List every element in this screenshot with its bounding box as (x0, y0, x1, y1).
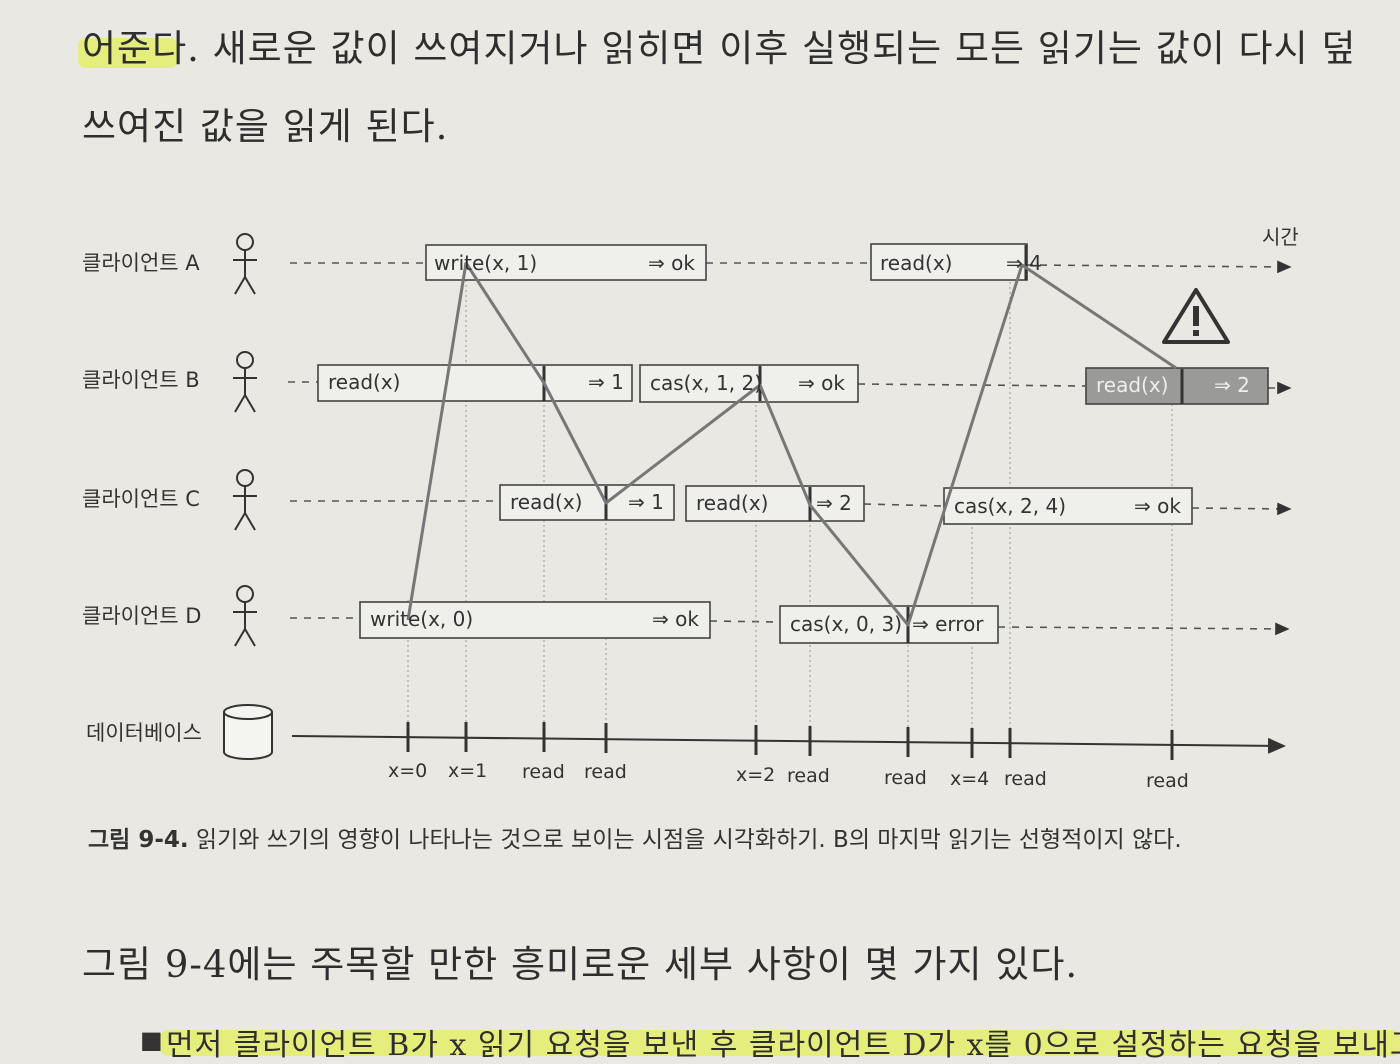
op-label: cas(x, 0, 3) (790, 612, 902, 636)
bullet-marker: ■ (140, 1026, 163, 1054)
figure-caption: 그림 9-4. 읽기와 쓰기의 영향이 나타나는 것으로 보이는 시점을 시각화… (88, 820, 1182, 854)
op-result: ⇒ ok (798, 371, 845, 395)
op-label: cas(x, 1, 2) (650, 371, 762, 395)
db-tick-label: read (884, 767, 927, 789)
op-box (359, 601, 711, 639)
paragraph-bottom: 그림 9-4에는 주목할 만한 흥미로운 세부 사항이 몇 가지 있다. (82, 943, 1079, 986)
person-icon (233, 233, 257, 295)
op-result: ⇒ 1 (588, 370, 624, 394)
db-tick-label: read (584, 761, 627, 783)
op-label: write(x, 0) (370, 607, 473, 631)
database-timeline (291, 735, 1286, 754)
db-tick-label: x=2 (736, 764, 775, 786)
caption-label: 그림 9-4. (88, 827, 189, 853)
op-box (870, 243, 1028, 281)
client-b-label: 클라이언트 B (82, 368, 200, 392)
op-result: ⇒ 2 (1214, 373, 1250, 397)
op-result: ⇒ ok (652, 607, 699, 631)
client-d-label: 클라이언트 D (82, 604, 201, 628)
op-result: ⇒ 4 (1006, 251, 1042, 275)
stale-read-box (1085, 367, 1269, 405)
op-label: read(x) (880, 251, 952, 275)
op-box (499, 484, 675, 521)
db-tick-label: read (1004, 768, 1047, 790)
op-result: ⇒ error (912, 612, 984, 636)
person-icon (233, 351, 257, 413)
db-tick-label: x=1 (448, 760, 487, 782)
op-box (317, 364, 633, 402)
op-box (639, 364, 859, 403)
caption-text: 읽기와 쓰기의 영향이 나타나는 것으로 보이는 시점을 시각화하기. B의 마… (188, 827, 1182, 853)
client-a-label: 클라이언트 A (82, 251, 200, 275)
paragraph-line-2: 쓰여진 값을 읽게 된다. (82, 105, 449, 148)
database-icon (223, 704, 273, 760)
time-label: 시간 (1262, 225, 1299, 249)
op-label: read(x) (696, 491, 768, 515)
op-result: ⇒ 1 (628, 490, 664, 514)
paragraph-line-1: 어준다. 새로운 값이 쓰여지거나 읽히면 이후 실행되는 모든 읽기는 값이 … (82, 27, 1357, 70)
op-result: ⇒ ok (648, 251, 695, 275)
op-result: ⇒ ok (1134, 494, 1181, 518)
client-c-label: 클라이언트 C (82, 487, 200, 511)
warning-icon (1162, 288, 1230, 344)
op-box (685, 485, 865, 522)
person-icon (233, 469, 257, 531)
op-label: write(x, 1) (434, 251, 537, 275)
op-box (943, 487, 1193, 525)
op-label: read(x) (1096, 373, 1168, 397)
bullet-line: 먼저 클라이언트 B가 x 읽기 요청을 보낸 후 클라이언트 D가 x를 0으… (166, 1028, 1400, 1063)
database-label: 데이터베이스 (86, 721, 202, 745)
text-highlight (78, 38, 178, 68)
op-label: cas(x, 2, 4) (954, 494, 1066, 518)
db-tick-label: read (787, 765, 830, 787)
op-label: read(x) (510, 490, 582, 514)
linearizability-figure: 시간 클라이언트 A 클라이언트 B 클라이언트 C 클라이언트 D 데이터베이… (82, 225, 1299, 792)
db-tick-label: x=4 (950, 768, 989, 790)
op-box (779, 605, 999, 644)
db-tick-label: read (522, 761, 565, 783)
op-label: read(x) (328, 370, 400, 394)
db-tick-label: read (1146, 770, 1189, 792)
op-result: ⇒ 2 (816, 491, 852, 515)
db-tick-label: x=0 (388, 760, 427, 782)
person-icon (233, 585, 257, 647)
